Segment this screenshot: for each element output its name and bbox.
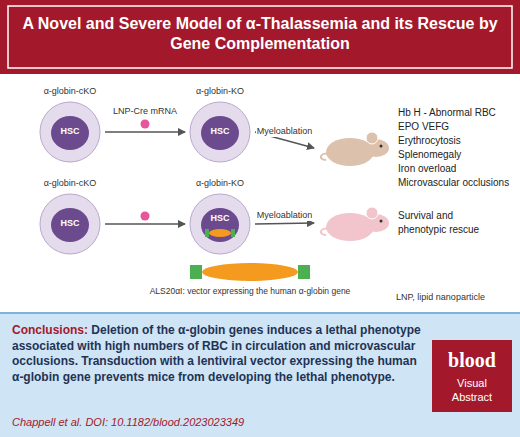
outcome-text: Hb H - Abnormal RBC	[398, 106, 514, 120]
title-frame	[8, 6, 512, 68]
vector-end	[298, 265, 310, 279]
mouse-ear	[366, 132, 378, 144]
mouse: Hb H - Abnormal RBCEPO VEFGErythrocytosi…	[318, 98, 516, 198]
mouse-eye	[380, 145, 383, 148]
stem-cell: α-globin-cKO HSC	[30, 178, 110, 260]
vector-end	[190, 265, 202, 279]
logo-name: blood	[436, 348, 508, 372]
conclusions-box: Conclusions: Deletion of the α-globin ge…	[0, 312, 520, 437]
edge-label: Myeloablation	[256, 126, 314, 137]
cell-type: HSC	[180, 213, 260, 224]
outcome-text: Iron overload	[398, 162, 514, 176]
spacer	[88, 323, 91, 337]
vector-insert	[209, 229, 231, 237]
edge-label: LNP-Cre mRNA	[112, 106, 178, 117]
stem-cell: α-globin-cKO HSC	[30, 86, 110, 168]
outcome-text: EPO VEFG	[398, 120, 514, 134]
mouse-eye	[380, 220, 383, 223]
vector-end	[231, 229, 235, 237]
cell-label: α-globin-KO	[180, 178, 260, 189]
logo-subtitle: Visual Abstract	[436, 376, 508, 404]
arrow-connector	[105, 131, 185, 133]
outcome-text: Splenomegaly	[398, 148, 514, 162]
cell-type: HSC	[180, 126, 260, 137]
mouse: Survival and phenotypic rescue	[318, 192, 516, 254]
lnp-particle	[141, 212, 150, 221]
edge-label: Myeloablation	[256, 210, 314, 221]
outcome-text: Erythrocytosis	[398, 134, 514, 148]
cell-type: HSC	[30, 126, 110, 137]
vector-end	[205, 229, 209, 237]
cell-label: α-globin-cKO	[30, 86, 110, 97]
lnp-particle	[141, 120, 150, 129]
arrow-connector	[105, 223, 185, 225]
node-shape	[318, 126, 392, 170]
node-shape	[189, 193, 251, 255]
outcome-text: Microvascular occlusions	[398, 176, 514, 190]
cell-type: HSC	[30, 218, 110, 229]
stem-cell: α-globin-KO HSC	[180, 86, 260, 168]
cell-label: α-globin-KO	[180, 86, 260, 97]
outcome-text: Survival and phenotypic rescue	[398, 209, 498, 237]
outcome-list: Survival and phenotypic rescue	[398, 192, 514, 254]
stem-cell: α-globin-KO HSC	[180, 178, 260, 260]
outcome-list: Hb H - Abnormal RBCEPO VEFGErythrocytosi…	[398, 98, 514, 198]
mouse-ear	[366, 207, 378, 219]
title: A Novel and Severe Model of α-Thalassemi…	[20, 14, 500, 54]
cell-body	[190, 194, 250, 254]
lentiviral-vector: ALS20αI: vector expressing the human α-g…	[120, 262, 380, 306]
vector-body	[202, 263, 298, 281]
node-shape	[190, 262, 310, 282]
cell-label: α-globin-cKO	[30, 178, 110, 189]
conclusions-heading: Conclusions:	[12, 323, 88, 337]
arrow-connector	[255, 223, 314, 224]
journal-logo: bloodVisual Abstract	[432, 340, 512, 412]
node-shape	[318, 201, 392, 245]
footnote: LNP, lipid nanoparticle	[396, 292, 485, 303]
citation: Chappell et al. DOI: 10.1182/blood.20230…	[12, 415, 244, 429]
conclusions-text: Conclusions: Deletion of the α-globin ge…	[12, 323, 424, 385]
title-band	[0, 0, 520, 74]
vector-caption: ALS20αI: vector expressing the human α-g…	[120, 286, 380, 297]
